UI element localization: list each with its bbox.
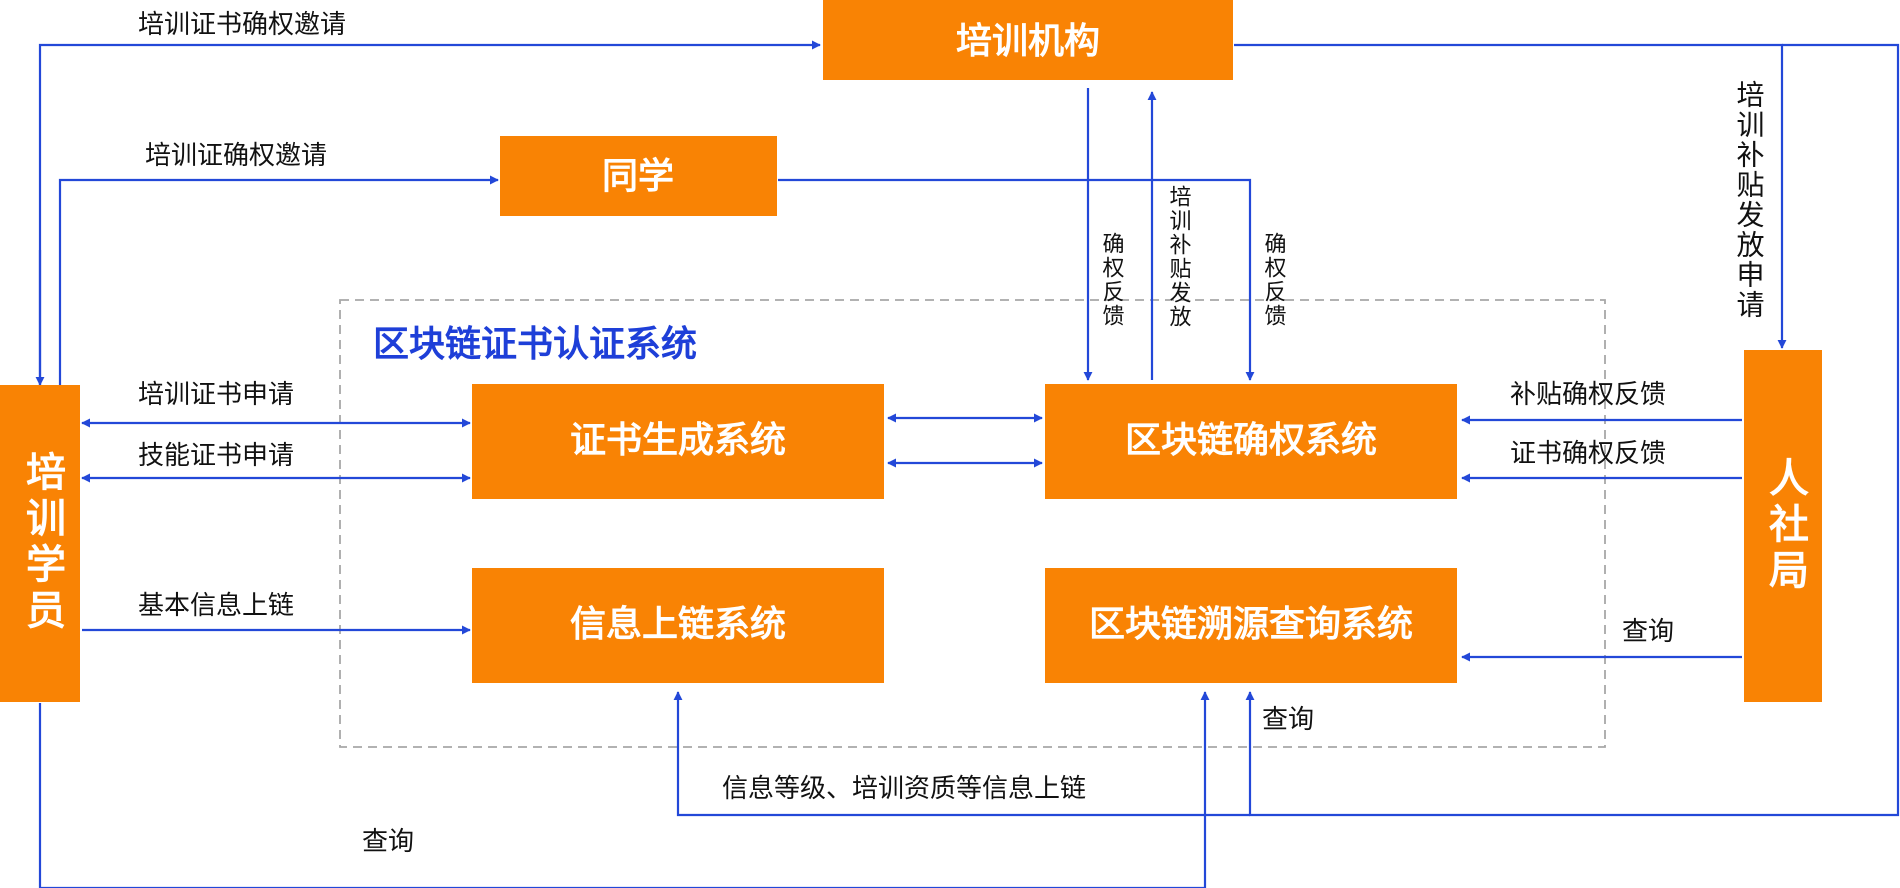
label-confirm-feedback-2: 确权反馈 [1261, 232, 1287, 328]
training-org-label: 培训机构 [956, 21, 1100, 62]
info-chain-label: 信息上链系统 [570, 604, 786, 645]
trainee-node: 培训学员 [0, 385, 80, 702]
arrow-org-to-bureau [1234, 43, 1787, 349]
system-boundary [339, 299, 1606, 748]
label-skill-cert-apply: 技能证书申请 [138, 441, 294, 471]
label-training-cert-invite: 培训证确权邀请 [145, 141, 327, 171]
training-org-node: 培训机构 [823, 0, 1233, 80]
label-info-level-chain: 信息等级、培训资质等信息上链 [722, 774, 1086, 804]
hr-bureau-node: 人社局 [1744, 350, 1822, 702]
arrow-right-loop-to-trace [1245, 43, 1900, 817]
label-cert-confirm-feedback: 证书确权反馈 [1510, 439, 1666, 469]
label-basic-info-chain: 基本信息上链 [138, 591, 294, 621]
trace-query-node: 区块链溯源查询系统 [1045, 568, 1457, 683]
cert-gen-label: 证书生成系统 [570, 420, 786, 461]
trace-query-label: 区块链溯源查询系统 [1089, 604, 1413, 645]
classmate-label: 同学 [602, 155, 674, 197]
arrow-classmate-to-confirm [778, 178, 1255, 381]
chain-confirm-label: 区块链确权系统 [1125, 420, 1377, 461]
hr-bureau-label: 人社局 [1762, 457, 1809, 595]
arrow-trainee-query [38, 691, 1210, 888]
trainee-label: 培训学员 [19, 451, 66, 635]
label-subsidy-confirm-feedback: 补贴确权反馈 [1510, 380, 1666, 410]
label-query-bottom-mid: 查询 [1262, 705, 1314, 735]
arrow-to-info-chain [673, 691, 1250, 817]
label-subsidy-issue: 培训补贴发放 [1166, 185, 1192, 329]
label-cert-confirm-invite: 培训证书确权邀请 [138, 10, 346, 40]
arrow-trainee-to-classmate [58, 175, 499, 385]
label-subsidy-apply: 培训补贴发放申请 [1733, 80, 1766, 320]
label-training-cert-apply: 培训证书申请 [138, 380, 294, 410]
label-query-bottom-left: 查询 [362, 827, 414, 857]
info-chain-node: 信息上链系统 [472, 568, 884, 683]
classmate-node: 同学 [500, 136, 777, 216]
label-query-right: 查询 [1622, 617, 1674, 647]
cert-gen-node: 证书生成系统 [472, 384, 884, 499]
chain-confirm-node: 区块链确权系统 [1045, 384, 1457, 499]
label-confirm-feedback-1: 确权反馈 [1099, 232, 1125, 328]
system-title: 区块链证书认证系统 [373, 324, 697, 365]
